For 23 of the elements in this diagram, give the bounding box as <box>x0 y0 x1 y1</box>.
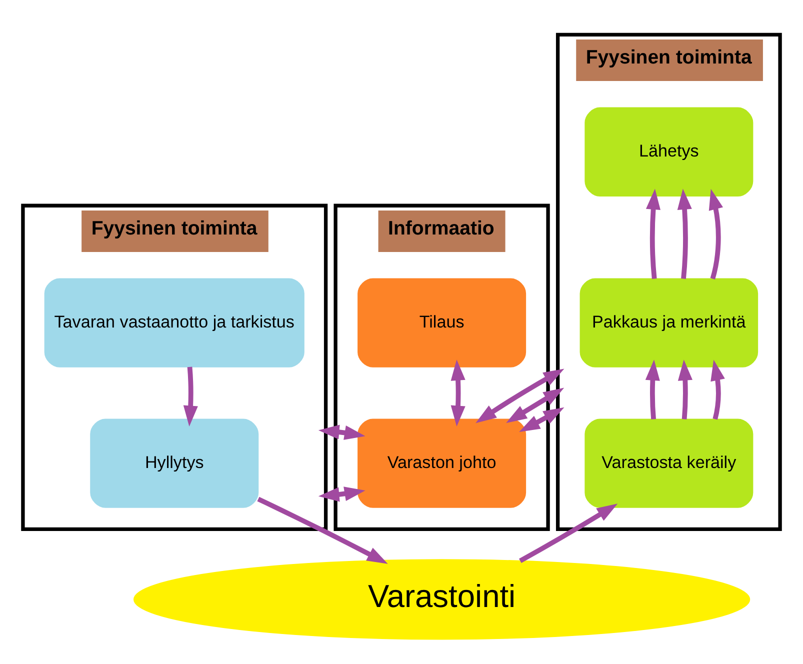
arrow <box>645 360 660 420</box>
arrow <box>183 366 198 427</box>
arrow <box>257 496 388 564</box>
node-box: Lähetys <box>584 107 754 196</box>
arrow <box>519 407 564 432</box>
arrow <box>646 188 660 279</box>
arrow <box>506 388 564 424</box>
arrow <box>318 486 366 502</box>
node-box: Varaston johto <box>358 418 526 508</box>
arrow <box>677 188 692 279</box>
node-box: Tilaus <box>358 278 526 368</box>
arrow <box>710 360 725 420</box>
arrow <box>476 368 564 424</box>
arrow <box>678 360 692 420</box>
node-box: Pakkaus ja merkintä <box>580 278 758 368</box>
node-ellipse: Varastointi <box>133 559 750 640</box>
node-box: Tavaran vastaanotto ja tarkistus <box>44 278 304 368</box>
node-box: Varastosta keräily <box>584 418 754 508</box>
node-box: Hyllytys <box>90 418 259 508</box>
arrow <box>519 504 618 563</box>
arrow <box>450 360 466 427</box>
arrow <box>318 424 366 440</box>
arrow <box>708 188 724 280</box>
